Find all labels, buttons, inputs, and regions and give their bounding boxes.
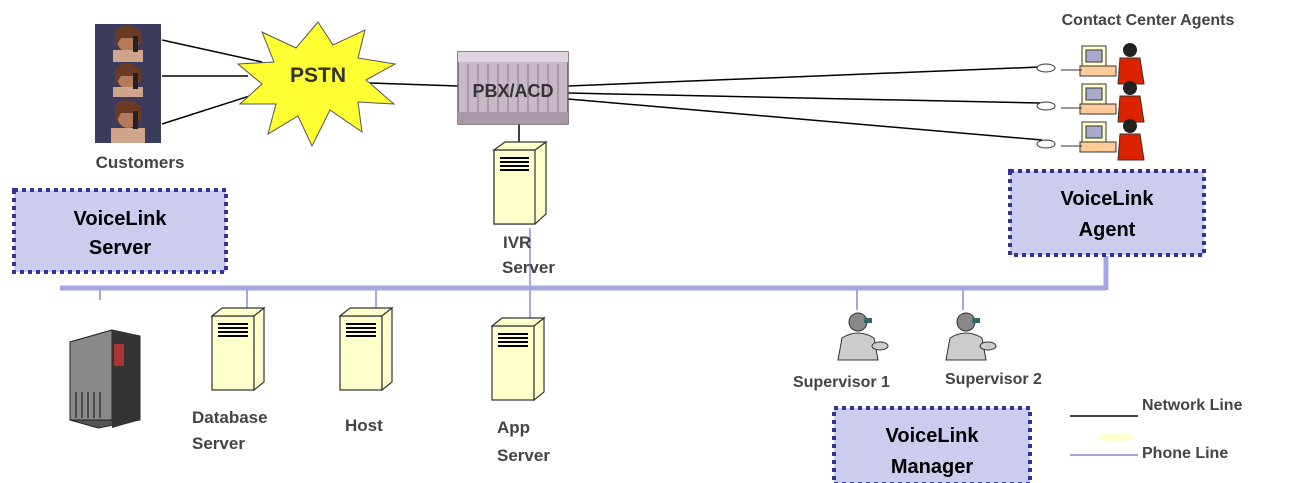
voicelink-server-line1: VoiceLink bbox=[74, 208, 168, 230]
pstn-starburst-shape bbox=[236, 21, 397, 148]
agent-workstation-1 bbox=[1036, 43, 1145, 85]
customer-photo-3 bbox=[95, 97, 161, 143]
app-server: App Server bbox=[490, 316, 550, 465]
pbx-acd: PBX/ACD bbox=[457, 51, 569, 125]
customer-photo-2 bbox=[95, 62, 161, 97]
pstn-cloud: PSTN bbox=[236, 21, 397, 148]
voicelink-agent-line2: Agent bbox=[1079, 219, 1136, 241]
voicelink-manager-line2: Manager bbox=[891, 456, 973, 478]
network-line-agent-3 bbox=[567, 98, 1043, 141]
supervisor-1-label: Supervisor 1 bbox=[793, 374, 890, 391]
voicelink-server-box: VoiceLink Server bbox=[12, 188, 228, 274]
network-line-pstn-pbx bbox=[369, 82, 459, 87]
mainframe-server bbox=[36, 300, 190, 440]
voicelink-manager-box: VoiceLink Manager bbox=[832, 406, 1032, 483]
database-server: Database Server bbox=[192, 306, 268, 453]
customers-group: Customers bbox=[95, 24, 184, 172]
pbx-label: PBX/ACD bbox=[472, 81, 553, 101]
voicelink-manager-line1: VoiceLink bbox=[886, 425, 980, 447]
agents-group: Contact Center Agents bbox=[1036, 12, 1235, 161]
legend-phone-label: Phone Line bbox=[1142, 445, 1228, 462]
legend: Network Line Phone Line bbox=[1070, 397, 1243, 462]
supervisor-2 bbox=[945, 312, 997, 361]
pbx-slots bbox=[467, 64, 559, 118]
voicelink-agent-line1: VoiceLink bbox=[1061, 188, 1155, 210]
customer-photo-1 bbox=[95, 24, 161, 62]
host-label: Host bbox=[345, 416, 383, 435]
ivr-label-line1: IVR bbox=[503, 233, 531, 252]
voicelink-agent-box: VoiceLink Agent bbox=[1008, 169, 1206, 257]
legend-network-label: Network Line bbox=[1142, 397, 1243, 414]
app-label-line1: App bbox=[497, 418, 530, 437]
lan-bus bbox=[60, 228, 1109, 330]
ivr-server: IVR Server bbox=[492, 140, 555, 277]
host-server: Host bbox=[338, 306, 394, 435]
network-line-customer-3 bbox=[161, 91, 263, 125]
supervisor-2-label: Supervisor 2 bbox=[945, 371, 1042, 388]
network-lines bbox=[161, 39, 1043, 150]
database-label-line2: Server bbox=[192, 434, 245, 453]
network-line-agent-1 bbox=[567, 66, 1041, 87]
agent-workstation-3 bbox=[1036, 119, 1145, 161]
pstn-label: PSTN bbox=[290, 64, 346, 87]
supervisor-1 bbox=[837, 312, 889, 361]
customers-label: Customers bbox=[96, 153, 185, 172]
app-label-line2: Server bbox=[497, 446, 550, 465]
agent-workstation-2 bbox=[1036, 81, 1145, 123]
network-line-customer-1 bbox=[161, 39, 263, 63]
ivr-label-line2: Server bbox=[502, 258, 555, 277]
voicelink-server-line2: Server bbox=[89, 237, 151, 259]
database-label-line1: Database bbox=[192, 408, 268, 427]
network-line-agent-2 bbox=[567, 92, 1041, 104]
legend-phone-glow bbox=[1098, 433, 1134, 441]
agents-label: Contact Center Agents bbox=[1062, 12, 1235, 29]
